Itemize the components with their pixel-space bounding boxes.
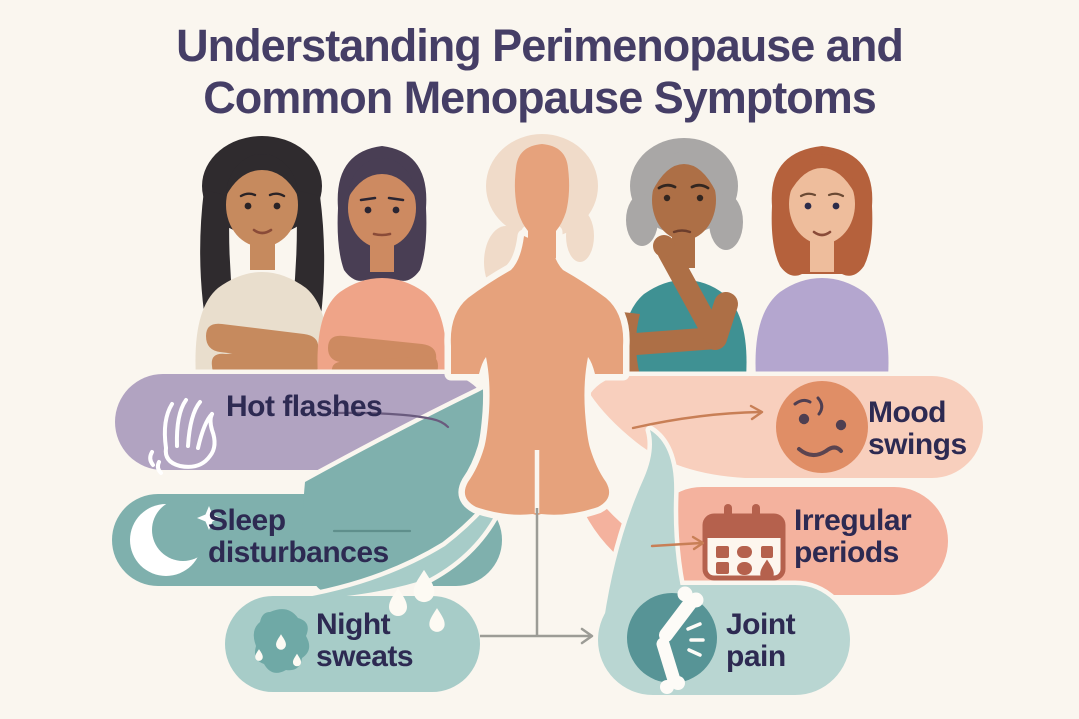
label-irregular-periods: Irregular periods	[794, 504, 912, 569]
mood-face-icon	[776, 381, 868, 473]
connector-line-hot-flashes	[331, 411, 450, 429]
crescent-moon-icon	[130, 499, 221, 576]
knee-joint-icon	[627, 586, 717, 694]
waving-hand-icon	[148, 398, 217, 475]
calendar-blood-drop-icon	[702, 504, 786, 581]
arrow-irregular-periods	[650, 535, 705, 551]
label-hot-flashes: Hot flashes	[226, 390, 383, 423]
page-title: Understanding Perimenopause and Common M…	[0, 20, 1079, 124]
joint-pain-bubble	[593, 425, 855, 700]
sweat-droplets-icon	[253, 569, 445, 673]
central-silhouette	[444, 134, 630, 522]
woman-auburn-bob	[755, 146, 889, 378]
label-sleep-disturbances: Sleep disturbances	[208, 504, 389, 569]
label-joint-pain: Joint pain	[726, 608, 796, 673]
arrow-joint-pain	[480, 508, 594, 645]
woman-long-dark-hair	[195, 136, 329, 378]
arrow-mood-swings	[631, 404, 764, 430]
title-line-2: Common Menopause Symptoms	[203, 72, 877, 124]
label-mood-swings: Mood swings	[868, 396, 967, 461]
title-line-1: Understanding Perimenopause and	[176, 20, 904, 71]
woman-gray-hair	[613, 138, 747, 378]
woman-dark-bob	[317, 146, 447, 380]
label-night-sweats: Night sweats	[316, 608, 414, 673]
